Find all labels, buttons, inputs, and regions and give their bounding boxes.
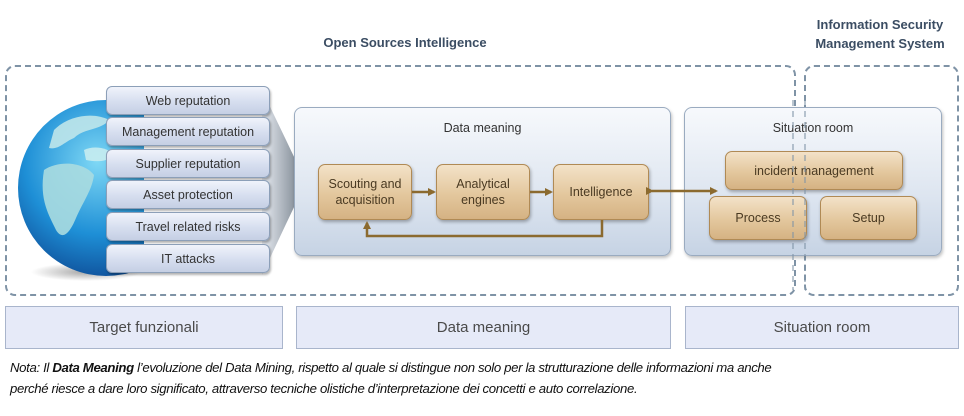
note-line1-rest: l’evoluzione del Data Mining, rispetto a…	[133, 360, 772, 375]
funnel-arrow	[262, 90, 306, 275]
step-analytical-engines: Analytical engines	[436, 164, 530, 220]
isms-header-line2: Management System	[815, 36, 945, 51]
target-management-reputation: Management reputation	[106, 117, 270, 146]
step-label-line2: acquisition	[335, 193, 395, 207]
note-line2: perché riesce a dare loro significato, a…	[10, 381, 638, 396]
note-lead: Il	[39, 360, 53, 375]
note-text: Nota: Il Data Meaning l’evoluzione del D…	[10, 357, 960, 399]
target-travel-related-risks: Travel related risks	[106, 212, 270, 241]
bottom-label-target-funzionali: Target funzionali	[5, 306, 283, 349]
setup-box: Setup	[820, 196, 917, 240]
note-line1: Nota: Il Data Meaning l’evoluzione del D…	[10, 357, 960, 378]
step-scouting-acquisition: Scouting and acquisition	[318, 164, 412, 220]
osint-header: Open Sources Intelligence	[323, 35, 487, 50]
target-web-reputation: Web reputation	[106, 86, 270, 115]
group-divider-overlay	[792, 100, 806, 290]
arrow-feedback-loop	[363, 220, 604, 238]
target-supplier-reputation: Supplier reputation	[106, 149, 270, 178]
step-label: Intelligence	[569, 185, 633, 199]
step-label-line1: Scouting and	[328, 177, 402, 191]
step-label-line2: engines	[461, 193, 505, 207]
bottom-label-data-meaning: Data meaning	[296, 306, 671, 349]
note-bold-term: Data Meaning	[52, 360, 134, 375]
note-prefix: Nota:	[10, 360, 40, 375]
step-intelligence: Intelligence	[553, 164, 649, 220]
incident-management-box: incident management	[725, 151, 903, 190]
flow-arrows	[363, 187, 718, 238]
data-meaning-panel-title: Data meaning	[443, 121, 522, 135]
target-it-attacks: IT attacks	[106, 244, 270, 273]
isms-header-line1: Information Security	[816, 17, 944, 32]
process-box: Process	[709, 196, 807, 240]
target-asset-protection: Asset protection	[106, 180, 270, 209]
bottom-label-situation-room: Situation room	[685, 306, 959, 349]
isms-header: Information Security Management System	[800, 15, 960, 53]
step-label-line1: Analytical	[456, 177, 510, 191]
